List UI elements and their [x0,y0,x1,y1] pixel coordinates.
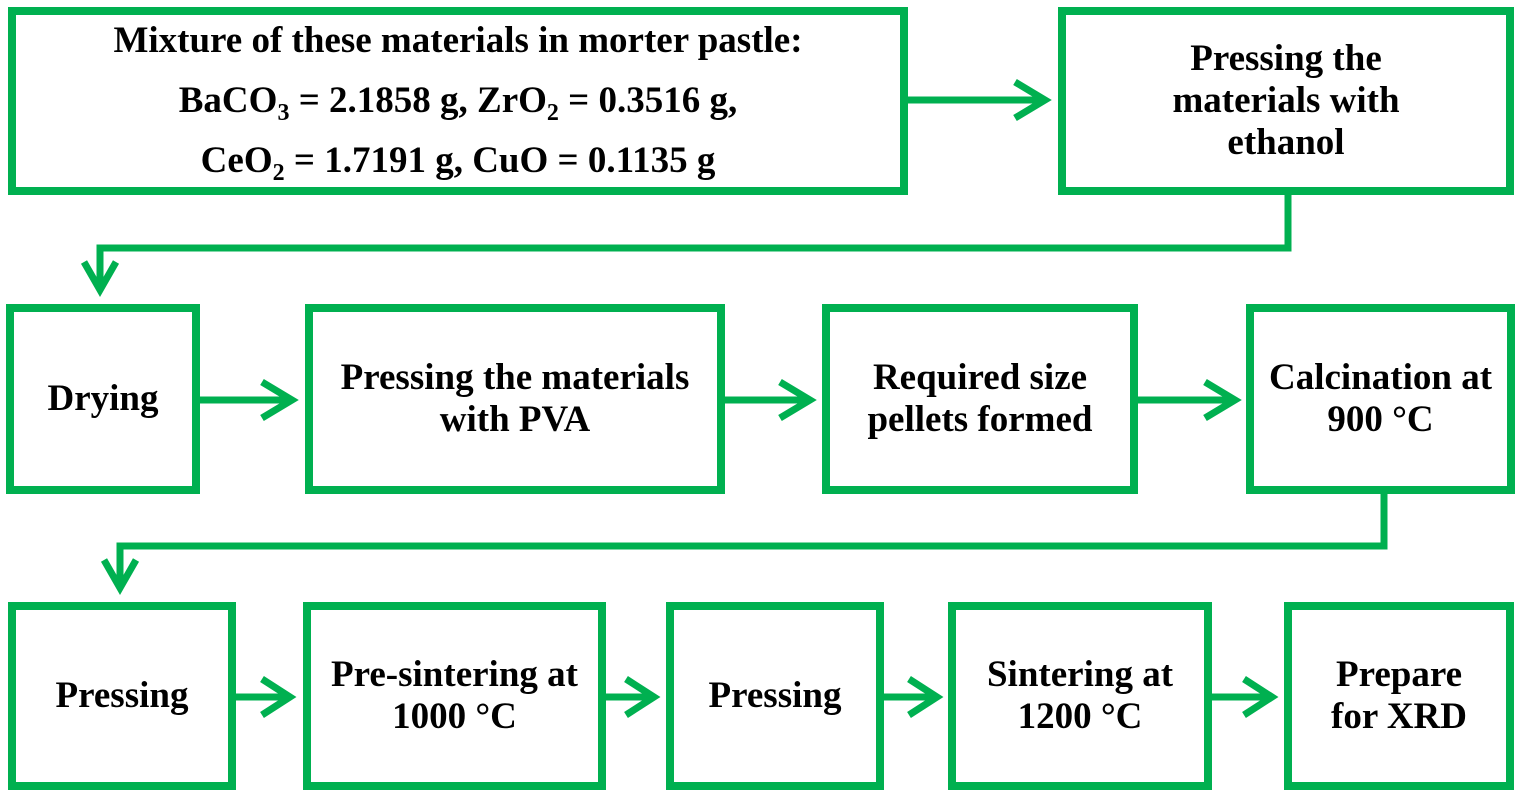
arrow-head [100,558,140,596]
arrow-head [1242,676,1279,718]
arrow-ethanol-to-drying [96,195,1292,288]
arrow-calcination-to-pressing [116,494,1388,588]
step-pressing-1: Pressing [8,602,236,790]
arrow-head [624,676,661,718]
step-label: Prepare for XRD [1331,654,1467,737]
arrow-head [80,260,120,298]
mixture-line-2: BaCO3 = 2.1858 g, ZrO2 = 0.3516 g, [178,80,738,126]
step-label: Pressing [55,675,189,716]
arrow-head [260,378,299,422]
step-label: Pressing [708,675,842,716]
step-label: Calcination at 900 °C [1268,357,1493,440]
step-label: Pressing the materials with PVA [340,357,690,440]
mixture-title: Mixture of these materials in morter pas… [113,20,803,61]
step-label: Pre-sintering at 1000 °C [331,654,578,737]
arrow-head [907,676,944,718]
arrow-head [1203,378,1242,422]
mixture-line-3: CeO2 = 1.7191 g, CuO = 0.1135 g [200,140,716,186]
step-pressing-2: Pressing [666,602,884,790]
arrow-head [778,378,817,422]
step-sintering: Sintering at 1200 °C [948,602,1212,790]
step-label: Sintering at 1200 °C [986,654,1174,737]
step-pressing-ethanol: Pressing the materials with ethanol [1058,7,1514,195]
step-label: Drying [47,378,159,419]
step-mixture: Mixture of these materials in morter pas… [8,7,908,195]
arrow-head [260,676,297,718]
step-pressing-pva: Pressing the materials with PVA [305,304,725,494]
step-calcination: Calcination at 900 °C [1246,304,1515,494]
step-label: Required size pellets formed [867,357,1093,440]
step-pellets: Required size pellets formed [822,304,1138,494]
arrow-head [1013,78,1052,122]
step-presintering: Pre-sintering at 1000 °C [303,602,606,790]
step-drying: Drying [6,304,200,494]
step-label: Pressing the materials with ethanol [1172,38,1400,163]
step-xrd: Prepare for XRD [1284,602,1514,790]
